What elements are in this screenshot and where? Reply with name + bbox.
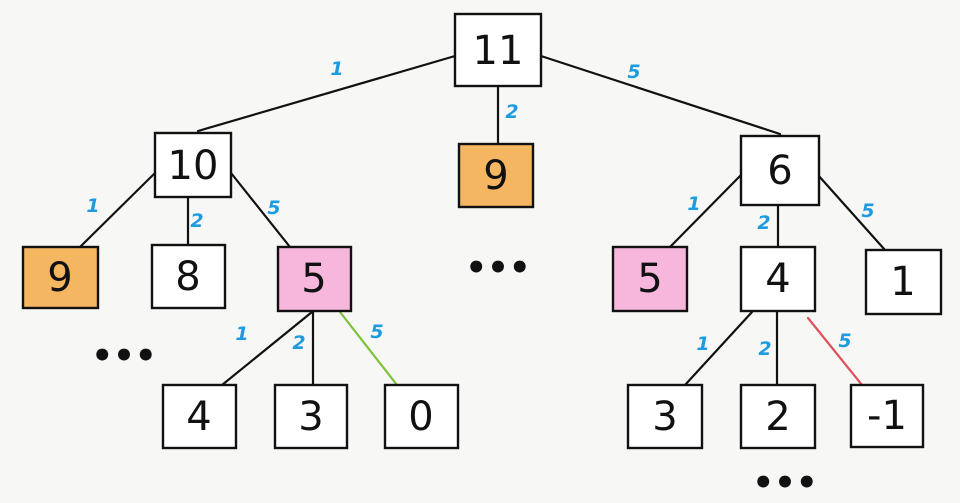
edge-root-right bbox=[539, 54, 782, 136]
edge-r2-a bbox=[683, 310, 754, 387]
edge-label-l3-b: 2 bbox=[292, 332, 305, 354]
node-l3b: 3 bbox=[273, 383, 349, 450]
ellipsis-center: ••• bbox=[465, 248, 530, 288]
node-l2-value: 8 bbox=[175, 254, 200, 300]
node-r3-value: 1 bbox=[890, 259, 915, 305]
node-r2-value: 4 bbox=[765, 256, 790, 302]
node-r2a: 3 bbox=[626, 383, 704, 450]
edge-label-left-l2: 2 bbox=[190, 210, 203, 232]
node-right: 6 bbox=[739, 134, 821, 207]
node-r1: 5 bbox=[611, 245, 689, 313]
node-l1: 9 bbox=[21, 245, 100, 310]
edge-label-root-left: 1 bbox=[330, 58, 343, 80]
node-r1-value: 5 bbox=[637, 256, 662, 302]
node-r3: 1 bbox=[864, 248, 943, 316]
node-l2: 8 bbox=[150, 243, 227, 310]
edge-label-root-mid: 2 bbox=[505, 101, 518, 123]
node-l1-value: 9 bbox=[47, 255, 72, 301]
node-root: 11 bbox=[453, 12, 543, 88]
edge-l3-c bbox=[338, 310, 399, 387]
edge-label-right-r2: 2 bbox=[757, 212, 770, 234]
edge-right-r1 bbox=[668, 173, 743, 249]
node-left-value: 10 bbox=[168, 143, 219, 189]
edge-label-right-r3: 5 bbox=[861, 200, 874, 222]
node-r2b-value: 2 bbox=[765, 394, 790, 440]
edge-label-root-right: 5 bbox=[627, 61, 640, 83]
node-r2c-value: -1 bbox=[867, 393, 907, 439]
node-mid: 9 bbox=[457, 142, 535, 209]
nodes: 11 10 9 6 9 8 5 5 bbox=[21, 12, 943, 450]
node-l3c-value: 0 bbox=[408, 394, 433, 440]
node-root-value: 11 bbox=[473, 28, 524, 74]
node-r2: 4 bbox=[739, 245, 817, 313]
node-r2b: 2 bbox=[739, 383, 817, 450]
edge-label-left-l1: 1 bbox=[86, 195, 99, 217]
edge-r2-c bbox=[806, 316, 864, 387]
node-r2a-value: 3 bbox=[652, 394, 677, 440]
node-r2c: -1 bbox=[849, 383, 925, 449]
node-left: 10 bbox=[153, 131, 233, 199]
edge-label-l3-a: 1 bbox=[235, 323, 248, 345]
ellipsis-bottom-right: ••• bbox=[752, 463, 817, 503]
edges bbox=[78, 54, 887, 387]
edge-label-left-l3: 5 bbox=[267, 197, 280, 219]
node-mid-value: 9 bbox=[483, 153, 508, 199]
node-l3-value: 5 bbox=[301, 256, 326, 302]
edge-label-right-r1: 1 bbox=[687, 193, 700, 215]
node-right-value: 6 bbox=[767, 148, 792, 194]
edge-label-l3-c: 5 bbox=[370, 321, 383, 343]
edge-right-r3 bbox=[816, 173, 887, 252]
node-l3: 5 bbox=[276, 245, 353, 313]
edge-label-r2-c: 5 bbox=[838, 330, 851, 352]
node-l3a: 4 bbox=[161, 383, 238, 450]
node-l3a-value: 4 bbox=[186, 394, 211, 440]
node-l3b-value: 3 bbox=[298, 394, 323, 440]
ellipsis-bottom-left: ••• bbox=[91, 336, 156, 376]
node-l3c: 0 bbox=[383, 383, 460, 450]
edge-labels: 1 2 5 1 2 5 1 2 5 1 2 5 1 2 5 bbox=[86, 58, 874, 360]
edge-l3-a bbox=[220, 310, 314, 387]
edge-left-l1 bbox=[78, 171, 157, 249]
edge-label-r2-a: 1 bbox=[696, 333, 709, 355]
edge-label-r2-b: 2 bbox=[758, 338, 771, 360]
edge-root-left bbox=[196, 54, 457, 133]
edge-left-l3 bbox=[229, 171, 292, 249]
